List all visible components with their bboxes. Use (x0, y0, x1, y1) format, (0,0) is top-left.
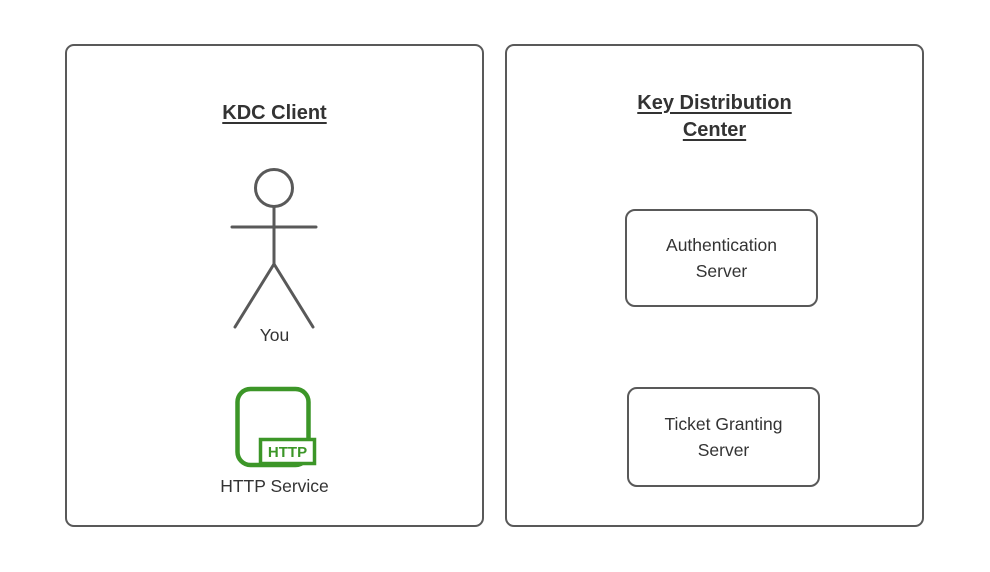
stick-figure-actor-icon (230, 168, 318, 329)
kdc-client-title-text: KDC Client (222, 102, 327, 124)
kdc-client-panel-title: KDC Client (67, 100, 482, 127)
kdc-title-text: Key Distribution Center (637, 92, 792, 141)
http-badge-text: HTTP (268, 444, 307, 461)
http-service-label: HTTP Service (220, 476, 329, 496)
kdc-client-panel: KDC Client You HTTP HTTP Service (65, 44, 484, 527)
ticket-granting-server-node: Ticket Granting Server (627, 387, 820, 487)
kdc-panel-title: Key Distribution Center (507, 90, 922, 144)
http-badge (258, 437, 317, 466)
actor-label: You (259, 325, 290, 345)
http-service-icon: HTTP (235, 386, 317, 468)
key-distribution-center-panel: Key Distribution Center Authentication S… (505, 44, 924, 527)
authentication-server-node: Authentication Server (625, 209, 818, 307)
